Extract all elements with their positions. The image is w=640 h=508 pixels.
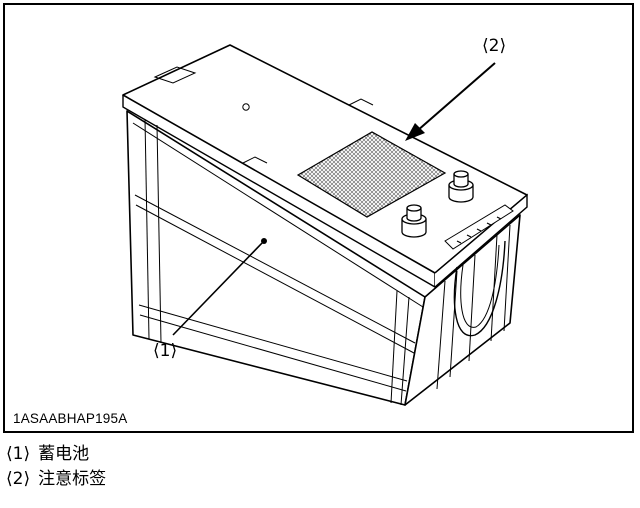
callout-1-label: ⟨1⟩ bbox=[153, 341, 178, 361]
legend-item: ⟨1⟩ 蓄电池 bbox=[6, 442, 626, 467]
terminal-post-1 bbox=[401, 204, 427, 238]
legend-item-number: ⟨1⟩ bbox=[6, 444, 31, 464]
caution-label bbox=[296, 131, 447, 218]
battery-illustration bbox=[122, 44, 528, 406]
legend-item: ⟨2⟩ 注意标签 bbox=[6, 467, 626, 492]
terminal-post-2 bbox=[448, 170, 474, 203]
callout-2-arrowhead bbox=[405, 123, 425, 141]
legend-item-number: ⟨2⟩ bbox=[6, 469, 31, 489]
figure-frame: ⟨1⟩ ⟨2⟩ 1ASAABHAP195A bbox=[3, 3, 634, 433]
callout-2-label: ⟨2⟩ bbox=[482, 36, 507, 56]
legend: ⟨1⟩ 蓄电池 ⟨2⟩ 注意标签 bbox=[6, 442, 626, 492]
legend-item-label: 注意标签 bbox=[38, 469, 107, 489]
figure-code: 1ASAABHAP195A bbox=[13, 411, 128, 426]
battery-case-side bbox=[404, 214, 521, 406]
callout-1-leader bbox=[172, 240, 265, 336]
legend-item-label: 蓄电池 bbox=[38, 444, 90, 464]
callout-2-leader bbox=[416, 62, 496, 132]
